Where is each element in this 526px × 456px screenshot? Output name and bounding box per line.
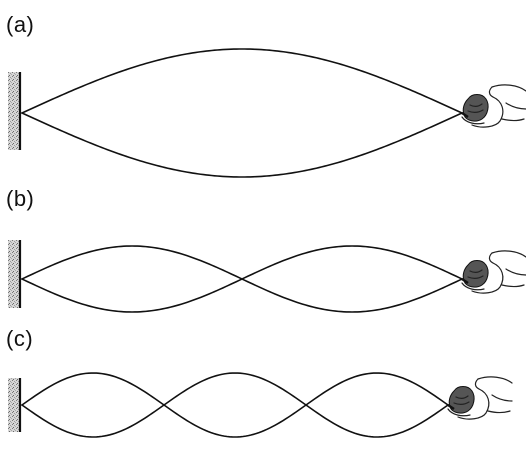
- panel-a-label: (a): [6, 12, 35, 37]
- fixed-wall-icon: [8, 240, 19, 308]
- panel-b: [8, 240, 526, 313]
- wave-lower-envelope: [21, 112, 463, 178]
- wave-lower-envelope: [21, 372, 449, 438]
- hand-holding-string-icon: [447, 376, 513, 420]
- fixed-wall-icon: [8, 72, 19, 150]
- wave-lower-envelope: [21, 245, 463, 313]
- panel-b-label: (b): [6, 186, 35, 211]
- hand-holding-string-icon: [461, 250, 526, 294]
- panel-c-label: (c): [6, 326, 34, 351]
- wave-upper-envelope: [21, 48, 463, 114]
- fixed-wall-icon: [8, 378, 19, 432]
- hand-holding-string-icon: [461, 84, 526, 128]
- wave-upper-envelope: [21, 372, 449, 438]
- panel-c: [8, 372, 513, 438]
- panel-a: [8, 48, 526, 178]
